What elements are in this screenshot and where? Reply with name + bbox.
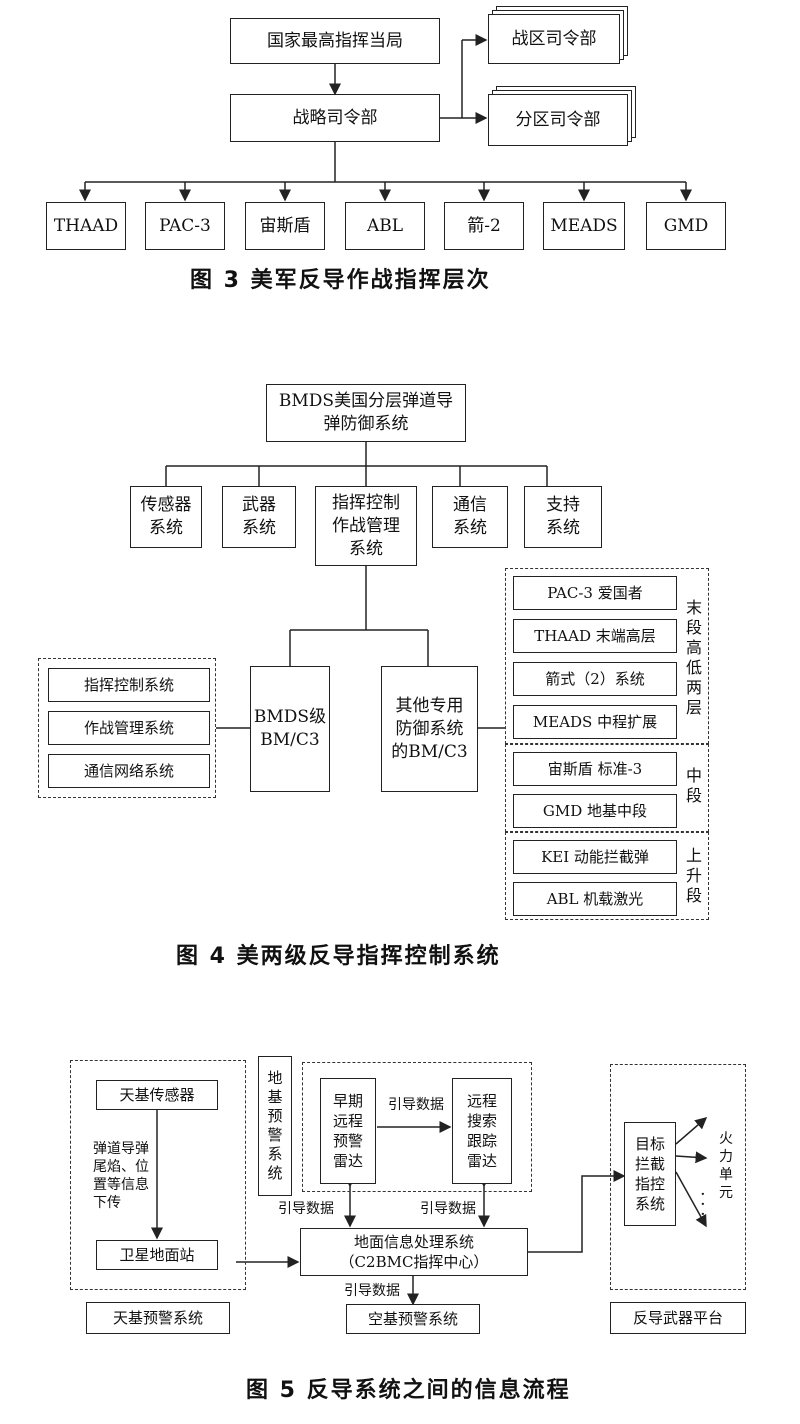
mid-item-gmd: GMD 地基中段 bbox=[513, 794, 677, 828]
sub-command-box: 分区司令部 bbox=[488, 94, 628, 146]
air-warning-system-box: 空基预警系统 bbox=[346, 1304, 480, 1334]
figure-5-caption: 图 5 反导系统之间的信息流程 bbox=[246, 1378, 571, 1403]
boost-item-abl: ABL 机载激光 bbox=[513, 882, 677, 916]
weapon-platform-box: 反导武器平台 bbox=[610, 1302, 746, 1334]
strategic-command-box: 战略司令部 bbox=[230, 94, 440, 142]
space-sensor-box: 天基传感器 bbox=[96, 1080, 218, 1110]
system-gmd: GMD bbox=[646, 202, 726, 250]
nca-box: 国家最高指挥当局 bbox=[230, 18, 440, 64]
terminal-phase-label: 末段高低两层 bbox=[685, 598, 702, 717]
terminal-item-arrow: 箭式（2）系统 bbox=[513, 662, 677, 696]
bmds-bmc3-box: BMDS级 BM/C3 bbox=[250, 666, 330, 792]
sensor-system-box: 传感器 系统 bbox=[130, 486, 202, 548]
bmds-box: BMDS美国分层弹道导 弹防御系统 bbox=[266, 384, 466, 442]
cue-data-label-bottom: 引导数据 bbox=[344, 1283, 400, 1299]
boost-phase-label: 上升段 bbox=[685, 846, 702, 905]
other-bmc3-box: 其他专用 防御系统 的BM/C3 bbox=[381, 666, 478, 792]
downlink-note: 弹道导弹 尾焰、位 置等信息 下传 bbox=[93, 1141, 149, 1211]
system-thaad: THAAD bbox=[46, 202, 126, 250]
terminal-item-meads: MEADS 中程扩展 bbox=[513, 705, 677, 739]
early-warning-radar-box: 早期 远程 预警 雷达 bbox=[320, 1078, 376, 1184]
c2bm-system-box: 指挥控制 作战管理 系统 bbox=[315, 486, 417, 566]
boost-item-kei: KEI 动能拦截弹 bbox=[513, 840, 677, 874]
system-pac3: PAC-3 bbox=[145, 202, 225, 250]
cue-data-label-right: 引导数据 bbox=[420, 1201, 476, 1217]
ground-radar-dashed bbox=[302, 1062, 532, 1192]
theater-command-box: 战区司令部 bbox=[488, 14, 620, 64]
fire-units-label: 火力单元 bbox=[719, 1131, 733, 1201]
svg-text:·: · bbox=[700, 1204, 706, 1225]
svg-text:·: · bbox=[700, 1194, 706, 1215]
space-warning-system-box: 天基预警系统 bbox=[86, 1302, 230, 1334]
support-system-box: 支持 系统 bbox=[524, 486, 602, 548]
boost-group-dashed bbox=[505, 832, 709, 920]
weapon-system-box: 武器 系统 bbox=[222, 486, 296, 548]
system-arrow2: 箭-2 bbox=[444, 202, 524, 250]
left-item-communication-network: 通信网络系统 bbox=[48, 754, 210, 788]
system-meads: MEADS bbox=[543, 202, 625, 250]
midcourse-phase-label: 中段 bbox=[685, 766, 702, 805]
figure-4-caption: 图 4 美两级反导指挥控制系统 bbox=[176, 944, 501, 969]
figure-3-caption: 图 3 美军反导作战指挥层次 bbox=[190, 268, 491, 293]
ground-processing-center-box: 地面信息处理系统 （C2BMC指挥中心） bbox=[300, 1228, 528, 1276]
left-item-command-control: 指挥控制系统 bbox=[48, 668, 210, 702]
terminal-item-thaad: THAAD 末端高层 bbox=[513, 619, 677, 653]
satellite-ground-station-box: 卫星地面站 bbox=[96, 1240, 218, 1270]
system-abl: ABL bbox=[345, 202, 425, 250]
system-aegis: 宙斯盾 bbox=[245, 202, 325, 250]
comm-system-box: 通信 系统 bbox=[432, 486, 508, 548]
svg-text:·: · bbox=[700, 1184, 706, 1205]
ground-warning-system-box: 地基预警系统 bbox=[258, 1056, 292, 1196]
left-item-battle-management: 作战管理系统 bbox=[48, 711, 210, 745]
terminal-item-pac3: PAC-3 爱国者 bbox=[513, 576, 677, 610]
target-intercept-command-box: 目标 拦截 指控 系统 bbox=[624, 1122, 676, 1226]
midcourse-group-dashed bbox=[505, 744, 709, 832]
weapon-platform-dashed bbox=[610, 1064, 746, 1290]
terminal-group-dashed bbox=[505, 568, 709, 744]
cue-data-label-middle: 引导数据 bbox=[388, 1097, 444, 1113]
left-group-dashed bbox=[38, 658, 216, 798]
mid-item-aegis: 宙斯盾 标准-3 bbox=[513, 752, 677, 786]
cue-data-label-left: 引导数据 bbox=[278, 1201, 334, 1217]
space-warning-dashed bbox=[70, 1060, 246, 1290]
search-tracking-radar-box: 远程 搜索 跟踪 雷达 bbox=[452, 1078, 512, 1184]
